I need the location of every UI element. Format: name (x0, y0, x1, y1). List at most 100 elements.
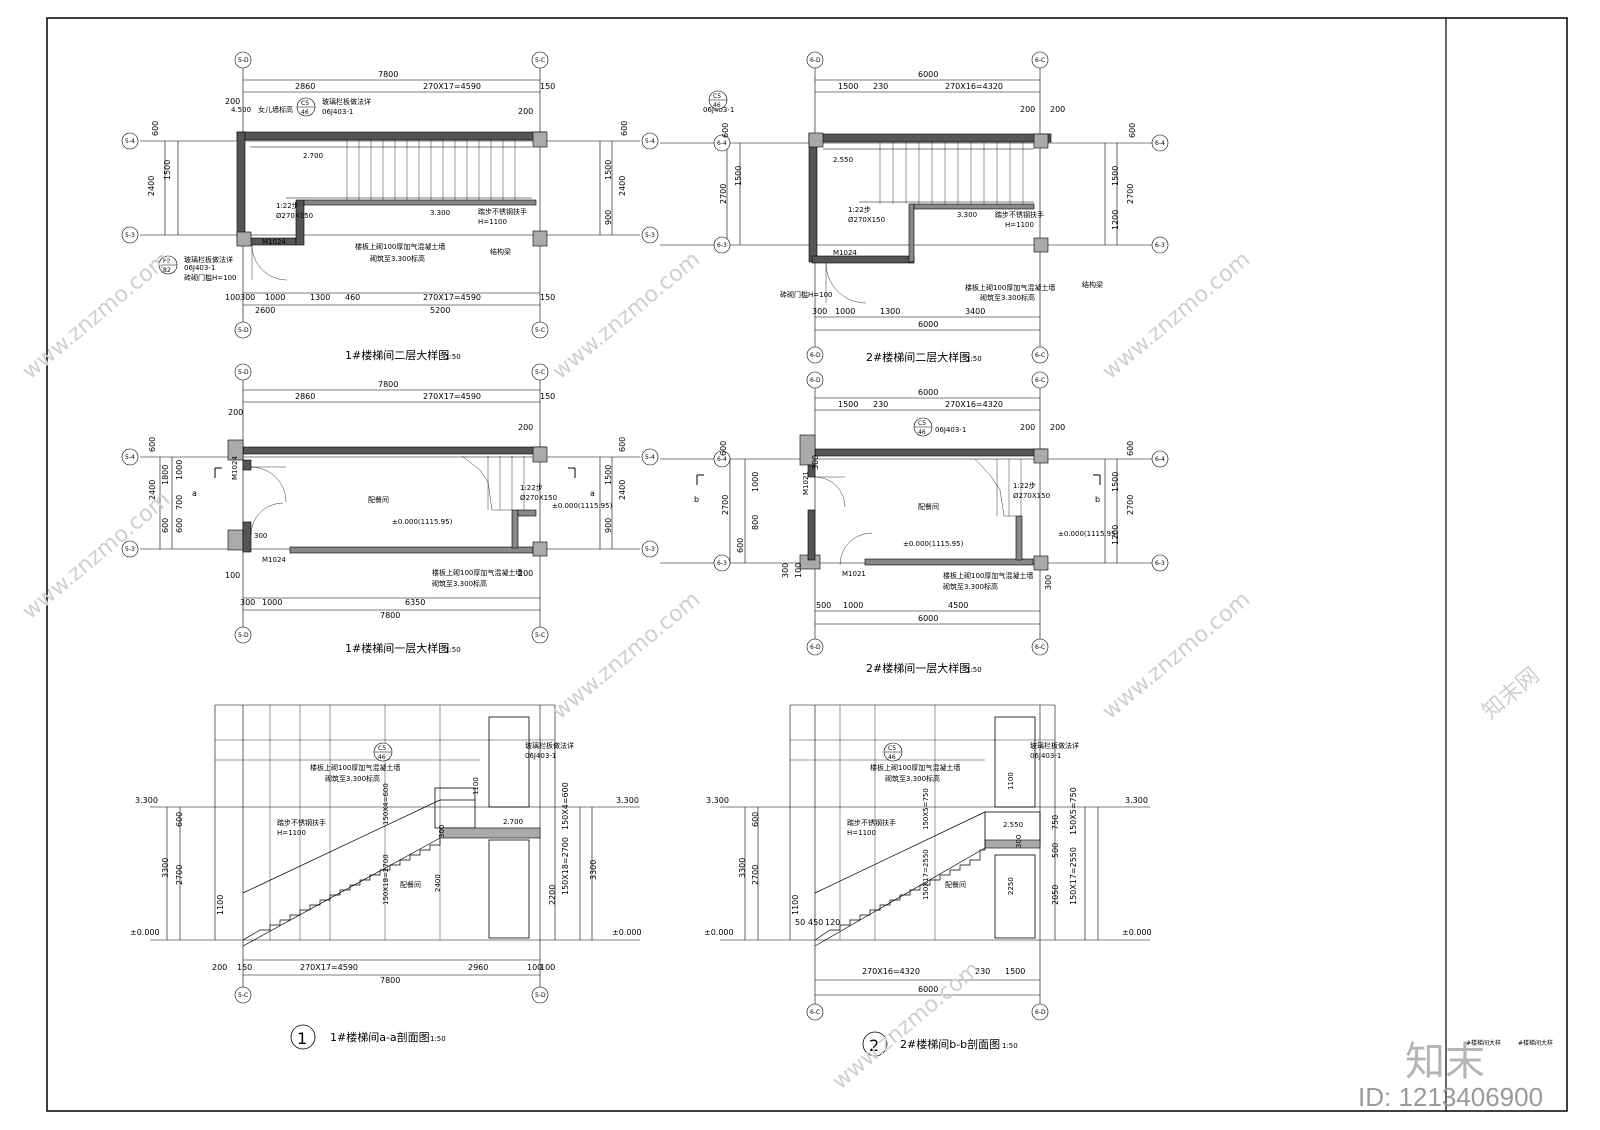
svg-text:300: 300 (438, 825, 446, 838)
dim-text: 600 (620, 121, 629, 136)
note-text: 玻璃栏板做法详 (322, 97, 371, 106)
svg-text:a: a (590, 489, 595, 498)
dim-text: 100 (225, 293, 240, 302)
plan-2-callout: C5 46 (708, 90, 728, 110)
svg-text:200: 200 (1050, 423, 1065, 432)
dim-text: 5200 (430, 306, 450, 315)
svg-text:6-3: 6-3 (1155, 242, 1165, 249)
svg-text:2400: 2400 (148, 480, 157, 500)
svg-text:2700: 2700 (1126, 495, 1135, 515)
section-1-text: 5-C 5-D 3.300 3.300 ±0.000 ±0.000 200 15… (130, 741, 642, 1044)
svg-text:1:22步: 1:22步 (1013, 482, 1036, 490)
svg-text:2050: 2050 (1051, 885, 1060, 905)
svg-text:800: 800 (751, 515, 760, 530)
note-text: 结构梁 (490, 247, 511, 256)
svg-text:600: 600 (175, 518, 184, 533)
svg-text:600: 600 (1128, 123, 1137, 138)
svg-text:1000: 1000 (835, 307, 855, 316)
svg-text:±0.000(1115.95): ±0.000(1115.95) (903, 540, 964, 548)
svg-text:500: 500 (1051, 843, 1060, 858)
note-text: 06J403-1 (184, 264, 215, 272)
svg-text:6-D: 6-D (810, 377, 821, 384)
note-text: 女儿墙标高 (258, 105, 293, 114)
svg-text:6-4: 6-4 (1155, 140, 1165, 147)
svg-text:2700: 2700 (175, 865, 184, 885)
svg-text:玻璃栏板做法详: 玻璃栏板做法详 (1030, 741, 1079, 750)
svg-text:600: 600 (175, 812, 184, 827)
svg-text:2#楼梯间二层大样图: 2#楼梯间二层大样图 (866, 350, 970, 364)
svg-text:5-C: 5-C (238, 992, 248, 999)
svg-text:2200: 2200 (548, 885, 557, 905)
svg-text:配餐间: 配餐间 (945, 880, 966, 889)
svg-text:5-C: 5-C (535, 632, 545, 639)
svg-text:www.znzmo.com: www.znzmo.com (548, 587, 705, 725)
svg-text:6-C: 6-C (1035, 352, 1045, 359)
svg-text:150X5=750: 150X5=750 (922, 788, 930, 830)
svg-text:4500: 4500 (948, 601, 968, 610)
svg-text:1000: 1000 (751, 472, 760, 492)
svg-text:3.300: 3.300 (1125, 796, 1148, 805)
svg-text:46: 46 (918, 429, 926, 436)
svg-text:100: 100 (794, 563, 803, 578)
svg-text:砌筑至3.300标高: 砌筑至3.300标高 (980, 293, 1035, 302)
svg-text:6000: 6000 (918, 985, 938, 994)
svg-text:www.znzmo.com: www.znzmo.com (1098, 587, 1255, 725)
titleblock: #楼梯间大样 #楼梯间大样 (1466, 1039, 1553, 1047)
svg-text:M1021: M1021 (842, 570, 866, 578)
drawing-title: 1#楼梯间二层大样图 (345, 348, 449, 362)
svg-text:P2: P2 (163, 258, 171, 265)
svg-text:M1024: M1024 (231, 456, 239, 480)
plan-2-axis-bubbles (713, 51, 1169, 364)
dim-text: 1300 (310, 293, 330, 302)
svg-text:270X17=4590: 270X17=4590 (423, 392, 481, 401)
svg-text:C5: C5 (301, 100, 309, 107)
svg-text:300: 300 (240, 598, 255, 607)
svg-text:7800: 7800 (380, 976, 400, 985)
svg-text:±0.000(1115.95): ±0.000(1115.95) (1058, 530, 1119, 538)
svg-text:700: 700 (175, 495, 184, 510)
svg-text:砌筑至3.300标高: 砌筑至3.300标高 (885, 774, 940, 783)
svg-text:Ø270X150: Ø270X150 (520, 494, 557, 502)
svg-text:200: 200 (1050, 105, 1065, 114)
svg-text:6-D: 6-D (810, 57, 821, 64)
svg-text:M1021: M1021 (802, 471, 810, 495)
note-text: 楼板上砌100厚加气混凝土墙 (355, 242, 445, 251)
svg-text:1:50: 1:50 (966, 355, 982, 363)
svg-text:±0.000(1115.95): ±0.000(1115.95) (552, 502, 613, 510)
svg-text:6-D: 6-D (810, 352, 821, 359)
plan-1-axis-bubbles (121, 51, 659, 339)
svg-text:C5: C5 (888, 745, 896, 752)
dim-text: 300 (240, 293, 255, 302)
dim-text: 2400 (147, 176, 156, 196)
svg-text:600: 600 (736, 538, 745, 553)
watermark-brand: 知末 (1405, 1039, 1485, 1085)
section-2-bubbles (806, 1003, 1049, 1021)
svg-text:3400: 3400 (965, 307, 985, 316)
svg-text:配餐间: 配餐间 (918, 502, 939, 511)
svg-text:6-4: 6-4 (717, 456, 727, 463)
svg-text:3.300: 3.300 (135, 796, 158, 805)
dim-text: 2600 (255, 306, 275, 315)
svg-text:3300: 3300 (161, 858, 170, 878)
axis-label: 5-4 (125, 138, 135, 145)
svg-text:6-C: 6-C (1035, 377, 1045, 384)
svg-text:2960: 2960 (468, 963, 488, 972)
svg-text:1100: 1100 (1007, 772, 1015, 790)
svg-text:1:50: 1:50 (430, 1035, 446, 1043)
plan-1-callout: C5 46 P2 82 (158, 97, 316, 275)
svg-text:砌筑至3.300标高: 砌筑至3.300标高 (432, 579, 487, 588)
svg-text:1#楼梯间a-a剖面图: 1#楼梯间a-a剖面图 (330, 1030, 430, 1044)
svg-text:1:22步: 1:22步 (848, 206, 871, 214)
svg-text:6-D: 6-D (810, 644, 821, 651)
note-text: 06J403-1 (322, 108, 353, 116)
svg-text:1200: 1200 (1111, 525, 1120, 545)
plan-4-axis-bubbles (713, 371, 1169, 656)
svg-text:2.550: 2.550 (833, 156, 853, 164)
svg-text:200: 200 (518, 569, 533, 578)
svg-text:1000: 1000 (262, 598, 282, 607)
svg-text:300: 300 (781, 563, 790, 578)
axis-label: 5-4 (645, 138, 655, 145)
plan-1-second-floor (140, 60, 640, 330)
axis-label: 5-C (535, 327, 545, 334)
svg-text:6-3: 6-3 (717, 560, 727, 567)
